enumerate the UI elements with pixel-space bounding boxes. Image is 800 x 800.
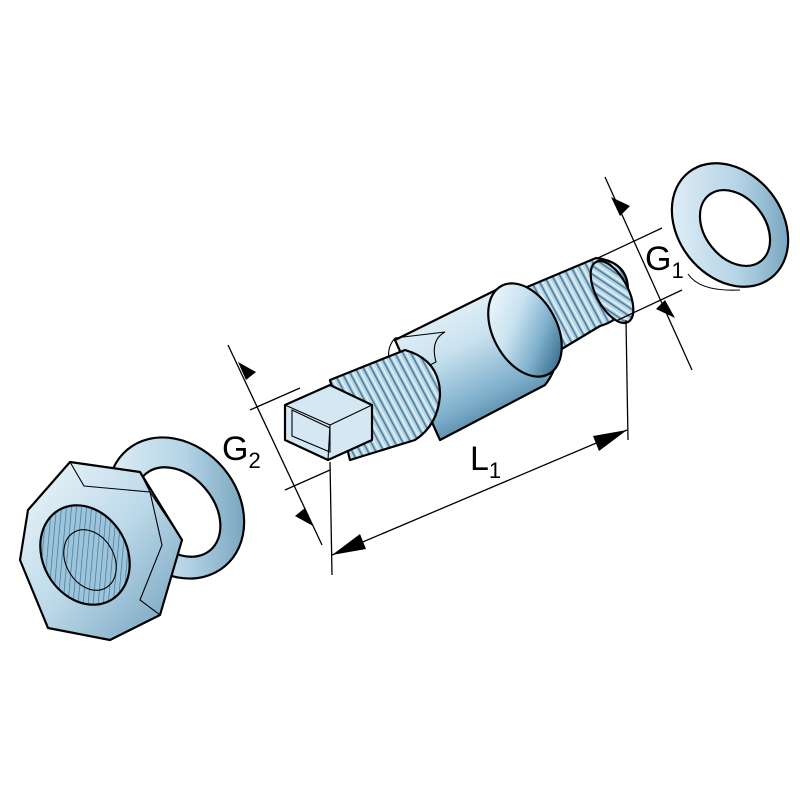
- washer-right: [670, 162, 790, 291]
- label-g1: G1: [645, 240, 684, 283]
- dimension-l1: L1: [329, 319, 629, 576]
- hex-nut: [18, 460, 184, 642]
- square-drive-end: [283, 383, 374, 462]
- eccentric-stud: [283, 256, 635, 462]
- dimension-g2: G2: [222, 344, 331, 546]
- label-g2: G2: [222, 430, 261, 473]
- dimension-g1: G1: [597, 176, 693, 371]
- label-l1: L1: [470, 440, 501, 483]
